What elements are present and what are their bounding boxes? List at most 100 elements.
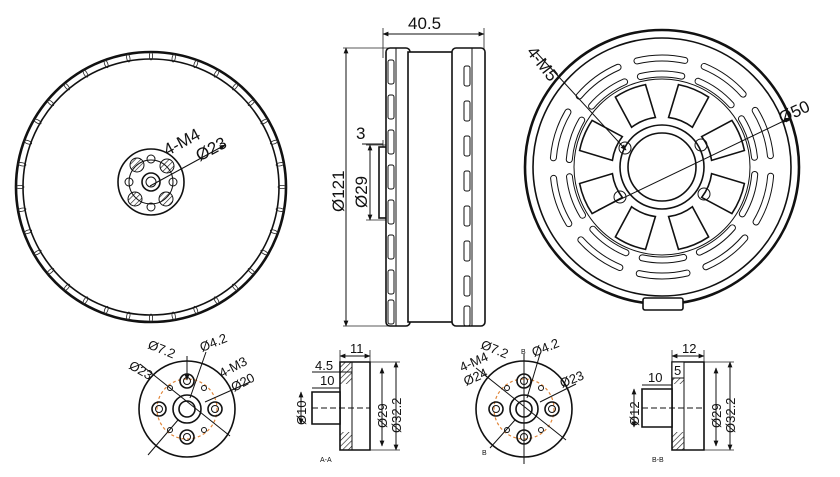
detail-b-outer-circle: Ø23 [558, 368, 586, 391]
side-slot-right [463, 205, 471, 227]
side-slot-right [463, 275, 471, 297]
side-slot-left [387, 299, 395, 325]
rear-slot [577, 236, 624, 271]
front-rim-slot [148, 51, 153, 61]
section-b-total: 12 [682, 341, 696, 356]
side-slot-left [387, 199, 395, 225]
rear-slot [700, 63, 747, 98]
front-hub-bore [141, 172, 161, 192]
detail-a-pitch [156, 378, 218, 440]
front-rim-slot [15, 185, 25, 190]
side-flange [385, 47, 411, 327]
front-rim-slot [126, 53, 131, 63]
front-rim-slot [46, 99, 55, 107]
detail-a-pin: Ø4.2 [198, 330, 230, 354]
front-hub-hole-3 [127, 191, 143, 207]
detail-a-center-bore [178, 400, 196, 418]
rear-slot [565, 116, 586, 164]
front-hub-small-3 [168, 177, 178, 187]
rear-bolt-1 [618, 141, 632, 155]
front-rim-slot [23, 139, 33, 145]
rear-petal [578, 172, 624, 215]
front-rim-slot [171, 311, 176, 321]
detail-a-hole-bottom [179, 429, 195, 445]
side-slot-left [387, 129, 395, 155]
detail-a-hole-right [207, 401, 223, 417]
rear-petal [667, 83, 710, 129]
front-view: 4-M4 Ø23 [14, 50, 288, 324]
rear-hub-bore [627, 132, 697, 202]
front-rim-slot [82, 69, 89, 78]
rear-slot [633, 54, 689, 65]
rear-slot [549, 108, 572, 162]
rear-slot [635, 269, 691, 280]
section-a-outer-diameter: Ø32.2 [389, 398, 404, 433]
front-rim-slot [247, 267, 256, 275]
side-stator [407, 51, 455, 323]
section-b-shaft-diameter: Ø12 [627, 401, 642, 426]
front-hub-hole-2 [159, 158, 175, 174]
front-rim-slot [149, 313, 154, 323]
front-rim-slot [63, 82, 71, 91]
detail-a-outer-circle: Ø23 [127, 358, 156, 383]
side-slot-left [387, 164, 395, 190]
section-a-total: 11 [350, 341, 364, 356]
side-slot-right [463, 305, 471, 327]
rear-slot [752, 172, 775, 226]
front-rim-slot [82, 296, 89, 305]
front-rim-slot [46, 267, 55, 275]
rear-inner-rim [532, 37, 792, 297]
side-slots-right [463, 65, 471, 327]
detail-a-bore: Ø7.2 [146, 337, 178, 361]
front-rim-slot [103, 59, 109, 69]
rear-slot [550, 174, 573, 228]
section-a: 11 4.5 10 Ø10 Ø29 Ø32.2 A-A [294, 341, 404, 464]
front-rim-slot [193, 59, 199, 69]
front-rim-slot [213, 296, 220, 305]
rear-slot [589, 225, 630, 257]
side-slot-left [387, 94, 395, 120]
front-rim-slot [275, 162, 285, 167]
front-hub-small-1 [146, 154, 156, 164]
rear-slot [751, 106, 774, 160]
front-rim-slot [171, 53, 176, 63]
side-outer-diameter: Ø121 [329, 170, 348, 212]
rear-petal [700, 172, 746, 215]
rear-slot [636, 70, 686, 81]
rear-slot [565, 173, 586, 219]
front-rim-slot [17, 162, 27, 167]
section-a-label: A-A [320, 457, 332, 464]
side-slot-left [387, 234, 395, 260]
section-b-outer-diameter: Ø32.2 [723, 398, 738, 433]
detail-a-center-ring [172, 394, 202, 424]
detail-a-front: Ø7.2 Ø4.2 Ø23 4-M3 Ø20 [127, 330, 257, 458]
rear-leader-d50 [597, 117, 791, 211]
front-rim-slot [213, 69, 220, 78]
front-rim-slot [33, 249, 42, 256]
front-hub-small-4 [146, 202, 156, 212]
front-rim-slot [260, 118, 269, 125]
rear-slot [738, 115, 759, 161]
side-slot-right [463, 240, 471, 262]
front-rim-slot [260, 249, 269, 256]
rear-slot [702, 234, 749, 271]
rear-hub-outer [619, 124, 705, 210]
detail-b-hole-left [488, 401, 504, 417]
side-shaft-diameter: Ø29 [352, 176, 371, 208]
detail-b-front: B B Ø7.2 Ø4.2 4-M4 Ø24 Ø23 [457, 335, 586, 464]
front-hub-hole-1 [129, 157, 145, 173]
rear-leader-m5 [535, 51, 627, 151]
front-rim-slot [33, 118, 42, 125]
front-rim-slot [231, 82, 239, 91]
front-leader [149, 144, 226, 187]
rear-petal [614, 205, 657, 251]
section-a-step: 4.5 [315, 358, 333, 373]
section-a-inner-diameter: Ø29 [375, 403, 390, 428]
front-rim-slot [193, 305, 199, 315]
side-step-dim: 3 [356, 124, 365, 143]
section-b: 12 5 10 Ø12 Ø29 Ø32.2 B-B [627, 341, 738, 464]
front-hub-small-2 [124, 177, 134, 187]
rear-petal [614, 83, 657, 129]
side-slot-right [463, 170, 471, 192]
